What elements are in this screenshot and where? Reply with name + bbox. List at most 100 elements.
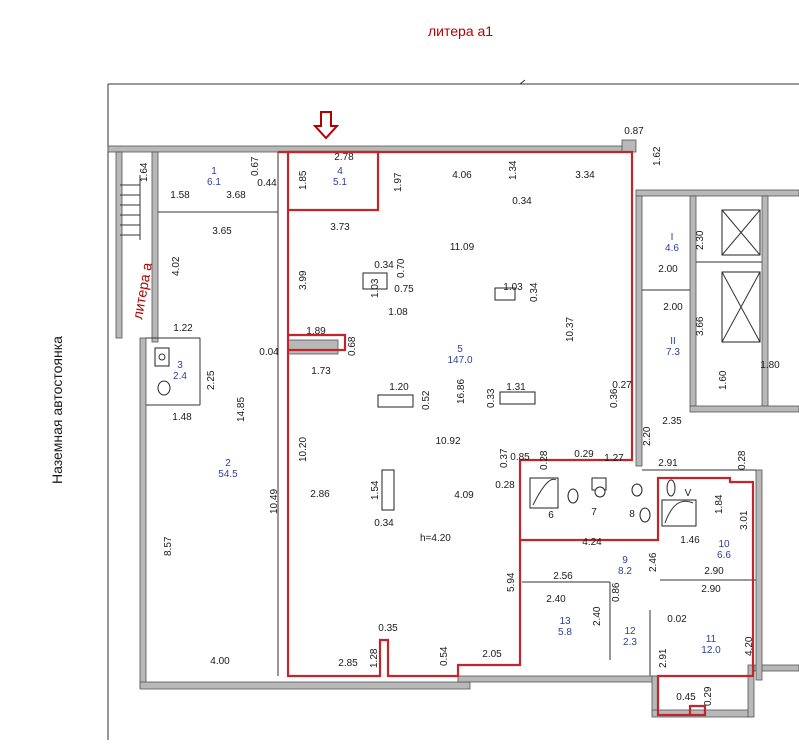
dim: 1.89 [306,326,326,337]
room-5-area: 147.0 [447,355,472,366]
dim: 2.85 [338,658,358,669]
shower-tray-icon [661,499,697,527]
dim: 10.92 [435,436,460,447]
dim: 0.67 [250,156,261,176]
dim: 2.78 [334,152,354,163]
dim: 0.44 [257,178,277,189]
room-13-number: 13 [559,616,571,627]
dim: 5.94 [506,572,517,592]
dim: 2.40 [592,606,603,626]
room-9-area: 8.2 [618,566,632,577]
dim: 4.00 [210,656,230,667]
toilet-icon [594,486,606,498]
dim: 1.97 [393,172,404,192]
dim: 4.20 [744,636,755,656]
dim: 0.75 [394,284,414,295]
dim: 1.20 [389,382,409,393]
toilet-icon [666,479,676,497]
dim: 0.85 [510,452,530,463]
room-2-area: 54.5 [218,469,238,480]
dim: 0.34 [374,260,394,271]
dimension-labels: 0.87 2.78 1.64 0.67 1.58 3.68 0.44 1.85 … [139,126,780,706]
dim: 2.35 [662,416,682,427]
room-12-number: 12 [624,626,636,637]
dim: 1.03 [370,278,381,298]
dim: 0.34 [374,518,394,529]
dim: 3.34 [575,170,595,181]
toilet-icon [157,380,171,396]
dim: 0.68 [347,336,358,356]
elevator-shaft-1 [721,209,761,256]
dim: 0.27 [612,380,632,391]
dim: 4.02 [171,256,182,276]
dim: 0.87 [624,126,644,137]
dim: 0.54 [439,646,450,666]
dim: 1.80 [760,360,780,371]
toilet-icon [639,507,651,523]
room-I-number: I [671,232,674,243]
building-outline [107,79,799,740]
dim: 2.56 [553,571,573,582]
dim: 1.28 [369,648,380,668]
dim: 1.31 [506,382,526,393]
litera-a-label: литера а [129,261,155,320]
dim: 1.22 [173,323,193,334]
dim: 2.46 [648,552,659,572]
room-11-number: 11 [706,634,717,645]
room-6-number: 6 [548,510,554,521]
room-II-number: II [670,336,676,347]
shower-tray-icon [529,477,559,509]
dim: 1.58 [170,190,190,201]
dim: 1.64 [139,162,150,182]
room-1-number: 1 [211,166,217,177]
dim: 2.90 [701,584,721,595]
dim: 10.49 [269,489,280,514]
room-labels: 1 6.1 2 54.5 3 2.4 4 5.1 5 147.0 6 7 8 9… [173,166,731,656]
room-4-area: 5.1 [333,177,347,188]
dim: 0.33 [486,388,497,408]
dim: 2.30 [695,230,706,250]
dim: 4.06 [452,170,472,181]
litera-a1-label: литера а1 [428,23,493,39]
dim: 1.85 [298,170,309,190]
dim: 2.90 [704,566,724,577]
leased-area-outline [278,150,755,717]
dim: 10.20 [298,437,309,462]
parking-label: Наземная автостоянка [49,336,65,484]
dim: 0.34 [529,282,540,302]
dim: 0.36 [609,388,620,408]
dim: 11.09 [450,242,475,253]
dim: 2.25 [206,370,217,390]
dim: 1.60 [718,370,729,390]
dim: 1.73 [311,366,331,377]
dim: 4.09 [454,490,474,501]
dim: 0.35 [378,623,398,634]
toilet-icon [631,483,643,497]
dim: 1.08 [388,307,408,318]
room-1-area: 6.1 [207,177,221,188]
dim: 2.00 [663,302,683,313]
toilet-icon [567,488,579,504]
dim: 2.86 [310,489,330,500]
dim: 2.00 [658,264,678,275]
room-3-number: 3 [177,360,183,371]
dim: 0.29 [574,449,594,460]
room-10-area: 6.6 [717,550,731,561]
dim: 1.54 [370,480,381,500]
room-8-number: 8 [629,509,635,520]
room-13-area: 5.8 [558,627,572,638]
dim: 1.27 [604,453,624,464]
dim: 14.85 [236,397,247,422]
dim: 1.48 [172,412,192,423]
dim: 2.40 [546,594,566,605]
dim: 2.05 [482,649,502,660]
room-10-number: 10 [718,539,730,550]
dim: 1.34 [508,160,519,180]
dim: 0.52 [421,390,432,410]
dim: 0.02 [667,614,687,625]
room-5-number: 5 [457,344,463,355]
elevator-shaft-2 [721,271,761,343]
dim: 3.66 [695,316,706,336]
dim: 1.84 [714,494,725,514]
